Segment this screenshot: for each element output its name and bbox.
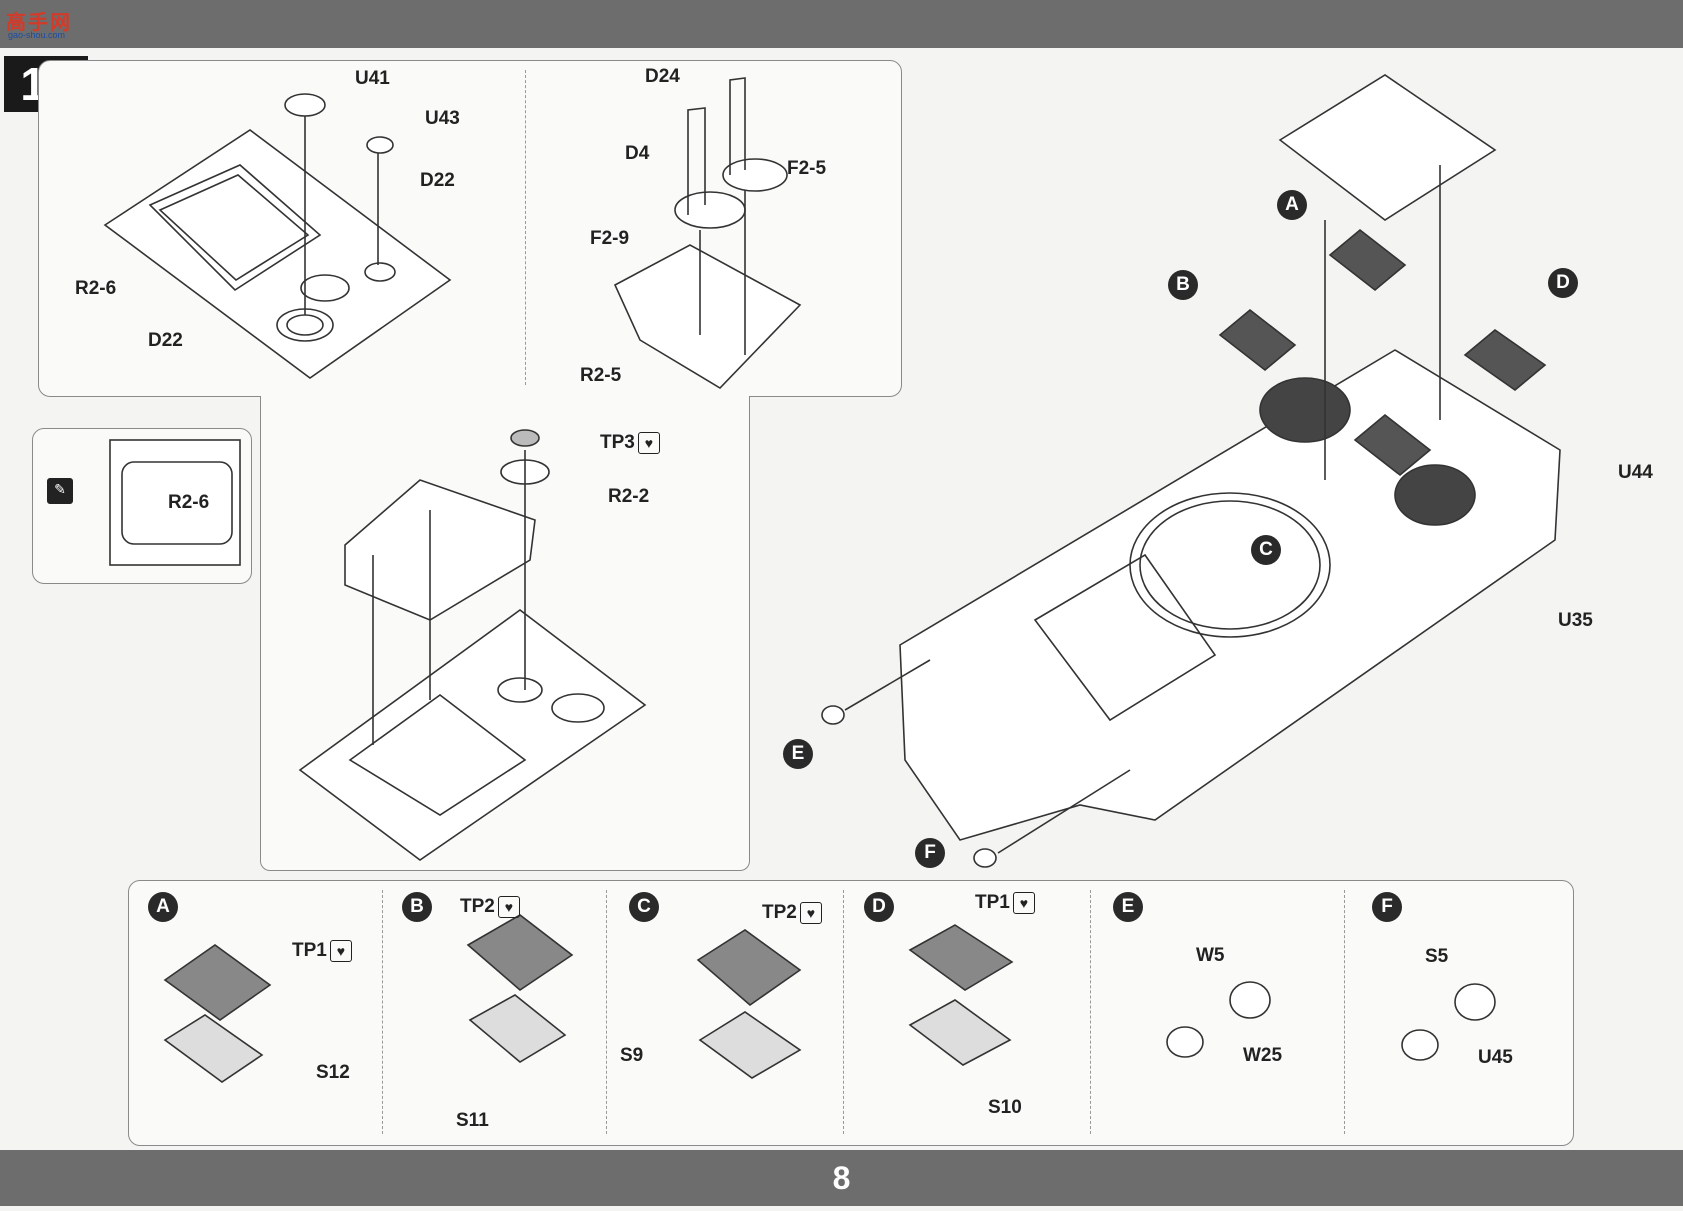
label-c-tray: S9 bbox=[620, 1045, 644, 1066]
label-tp3: TP3♥ bbox=[600, 432, 660, 454]
sub-steps-panel bbox=[128, 880, 1574, 1146]
label-r2-2: R2-2 bbox=[608, 486, 650, 507]
sub-callout-b: B bbox=[402, 892, 432, 922]
sub-callout-f: F bbox=[1372, 892, 1402, 922]
bottom-bar bbox=[0, 1150, 1683, 1206]
label-e-part1: W5 bbox=[1196, 945, 1225, 966]
label-r2-5: R2-5 bbox=[580, 365, 622, 386]
callout-b: B bbox=[1168, 270, 1198, 300]
label-f-part1: S5 bbox=[1425, 946, 1449, 967]
photo-etch-icon: ♥ bbox=[497, 896, 520, 918]
label-f2-9: F2-9 bbox=[590, 228, 630, 249]
label-b-screen: TP2♥ bbox=[460, 896, 520, 918]
label-b-tray: S11 bbox=[456, 1110, 489, 1131]
callout-e: E bbox=[783, 739, 813, 769]
hull-drawing bbox=[821, 74, 1561, 868]
page-number: 8 bbox=[832, 1160, 851, 1196]
photo-etch-icon: ♥ bbox=[1012, 892, 1035, 914]
panel-divider bbox=[525, 70, 526, 385]
inset-drawing bbox=[109, 439, 241, 566]
label-u44: U44 bbox=[1618, 462, 1653, 483]
label-u43: U43 bbox=[425, 108, 460, 129]
hatch-plate-drawing bbox=[103, 93, 452, 379]
photo-etch-icon: ♥ bbox=[799, 902, 822, 924]
label-d4: D4 bbox=[625, 143, 650, 164]
photo-etch-icon: ♥ bbox=[637, 432, 660, 454]
sub-step-drawings bbox=[163, 914, 1496, 1083]
label-u35: U35 bbox=[1558, 610, 1593, 631]
site-logo-sub: gao-shou.com bbox=[8, 30, 66, 40]
callout-c: C bbox=[1251, 535, 1281, 565]
label-d22-b: D22 bbox=[148, 330, 183, 351]
photo-etch-icon: ♥ bbox=[329, 940, 352, 962]
site-logo: 高手网 bbox=[6, 12, 72, 34]
callout-f: F bbox=[915, 838, 945, 868]
sub-callout-c: C bbox=[629, 892, 659, 922]
middle-plate-drawing bbox=[298, 429, 647, 861]
label-d-screen: TP1♥ bbox=[975, 892, 1035, 914]
label-f2-5: F2-5 bbox=[787, 158, 827, 179]
cement-brush-icon: ✎ bbox=[47, 478, 73, 504]
label-inset-r2-6: R2-6 bbox=[168, 492, 210, 513]
label-r2-6: R2-6 bbox=[75, 278, 117, 299]
label-a-tray: S12 bbox=[316, 1062, 350, 1083]
label-u41: U41 bbox=[355, 68, 390, 89]
callout-d: D bbox=[1548, 268, 1578, 298]
label-c-screen: TP2♥ bbox=[762, 902, 822, 924]
label-e-part2: W25 bbox=[1243, 1045, 1283, 1066]
label-a-screen: TP1♥ bbox=[292, 940, 352, 962]
sub-callout-a: A bbox=[148, 892, 178, 922]
sub-callout-e: E bbox=[1113, 892, 1143, 922]
label-d22-a: D22 bbox=[420, 170, 455, 191]
label-f-part2: U45 bbox=[1478, 1047, 1513, 1068]
vision-plate-drawing bbox=[613, 77, 802, 390]
label-d24: D24 bbox=[645, 66, 680, 87]
label-d-tray: S10 bbox=[988, 1097, 1022, 1118]
sub-callout-d: D bbox=[864, 892, 894, 922]
top-bar bbox=[0, 0, 1683, 48]
callout-a: A bbox=[1277, 190, 1307, 220]
